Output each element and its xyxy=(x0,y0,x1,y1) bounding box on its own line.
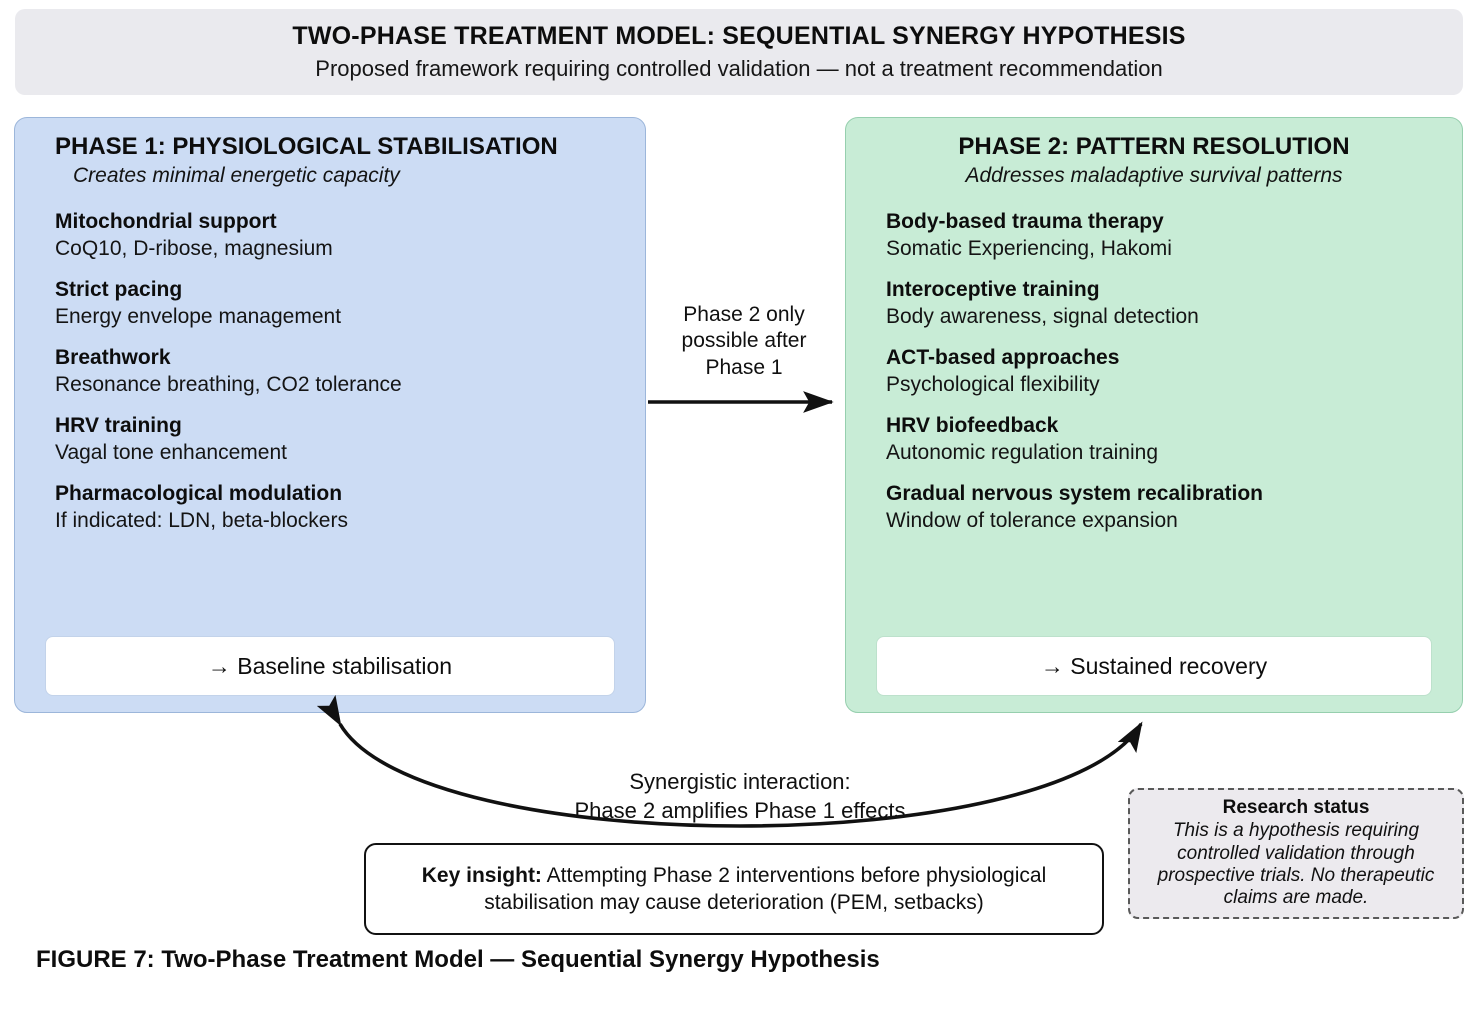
item-title: HRV training xyxy=(55,414,182,438)
connector-label: Phase 2 only possible after Phase 1 xyxy=(681,303,807,379)
research-status-title: Research status xyxy=(1222,797,1370,819)
item-title: Gradual nervous system recalibration xyxy=(886,482,1263,506)
item-description: CoQ10, D-ribose, magnesium xyxy=(55,237,333,261)
item-title: Strict pacing xyxy=(55,278,183,302)
item-title: ACT-based approaches xyxy=(886,346,1120,370)
item-description: Autonomic regulation training xyxy=(886,441,1158,465)
phase-2-title: PHASE 2: PATTERN RESOLUTION xyxy=(958,133,1350,160)
item-description: Psychological flexibility xyxy=(886,373,1100,397)
key-insight-body: Attempting Phase 2 interventions before … xyxy=(484,863,1047,914)
phase-2-panel: PHASE 2: PATTERN RESOLUTION Addresses ma… xyxy=(845,117,1463,713)
list-item: Gradual nervous system recalibration Win… xyxy=(868,482,1440,533)
phase-1-subtitle: Creates minimal energetic capacity xyxy=(73,164,400,188)
list-item: ACT-based approaches Psychological flexi… xyxy=(868,346,1440,397)
item-description: Body awareness, signal detection xyxy=(886,305,1199,329)
list-item: Mitochondrial support CoQ10, D-ribose, m… xyxy=(37,210,623,261)
item-description: Window of tolerance expansion xyxy=(886,508,1178,532)
key-insight-box: Key insight: Attempting Phase 2 interven… xyxy=(364,843,1104,935)
item-description: If indicated: LDN, beta-blockers xyxy=(55,508,348,532)
item-description: Vagal tone enhancement xyxy=(55,441,287,465)
phase-2-subtitle: Addresses maladaptive survival patterns xyxy=(965,164,1343,188)
figure-title: TWO-PHASE TREATMENT MODEL: SEQUENTIAL SY… xyxy=(292,22,1186,50)
item-title: Interoceptive training xyxy=(886,278,1100,302)
list-item: Breathwork Resonance breathing, CO2 tole… xyxy=(37,346,623,397)
research-status-body: This is a hypothesis requiring controlle… xyxy=(1157,820,1435,909)
key-insight-lead: Key insight: xyxy=(421,863,542,887)
synergy-label: Synergistic interaction: Phase 2 amplifi… xyxy=(574,769,906,823)
item-title: Pharmacological modulation xyxy=(55,482,343,506)
item-description: Energy envelope management xyxy=(55,305,342,329)
figure-subtitle: Proposed framework requiring controlled … xyxy=(315,56,1163,81)
phase-1-title: PHASE 1: PHYSIOLOGICAL STABILISATION xyxy=(55,133,558,160)
item-title: Body-based trauma therapy xyxy=(886,210,1164,234)
key-insight-text: Key insight: Attempting Phase 2 interven… xyxy=(382,862,1086,917)
item-description: Resonance breathing, CO2 tolerance xyxy=(55,373,402,397)
phase-1-panel: PHASE 1: PHYSIOLOGICAL STABILISATION Cre… xyxy=(14,117,646,713)
phase-2-item-list: Body-based trauma therapy Somatic Experi… xyxy=(868,210,1440,636)
figure-caption: FIGURE 7: Two-Phase Treatment Model — Se… xyxy=(36,946,880,973)
item-title: Mitochondrial support xyxy=(55,210,277,234)
item-description: Somatic Experiencing, Hakomi xyxy=(886,237,1172,261)
phase-1-item-list: Mitochondrial support CoQ10, D-ribose, m… xyxy=(37,210,623,636)
list-item: Pharmacological modulation If indicated:… xyxy=(37,482,623,533)
list-item: Interoceptive training Body awareness, s… xyxy=(868,278,1440,329)
list-item: HRV training Vagal tone enhancement xyxy=(37,414,623,465)
list-item: Strict pacing Energy envelope management xyxy=(37,278,623,329)
header-banner: TWO-PHASE TREATMENT MODEL: SEQUENTIAL SY… xyxy=(15,9,1463,95)
phase-1-outcome: → Baseline stabilisation xyxy=(45,636,615,696)
phase-2-outcome: → Sustained recovery xyxy=(876,636,1432,696)
list-item: HRV biofeedback Autonomic regulation tra… xyxy=(868,414,1440,465)
research-status-box: Research status This is a hypothesis req… xyxy=(1128,788,1464,919)
list-item: Body-based trauma therapy Somatic Experi… xyxy=(868,210,1440,261)
item-title: HRV biofeedback xyxy=(886,414,1059,438)
item-title: Breathwork xyxy=(55,346,171,370)
